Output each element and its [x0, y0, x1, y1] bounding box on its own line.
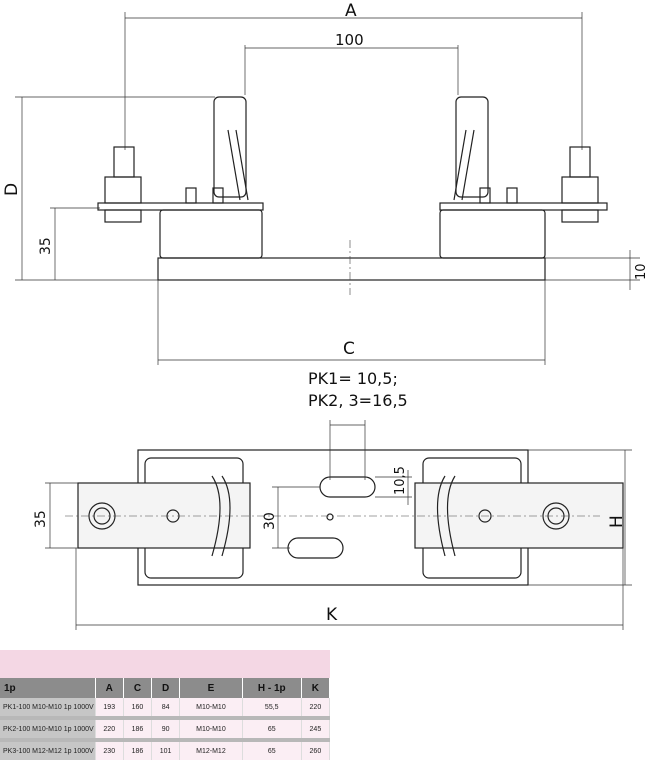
header-a: A — [95, 678, 124, 698]
row-separator — [0, 738, 330, 742]
dim-10-5-label: 10,5 — [393, 466, 408, 495]
cell: M10-M10 — [179, 720, 243, 738]
cell: 230 — [95, 742, 124, 760]
header-c: C — [123, 678, 153, 698]
side-view: A 100 D 35 10 C PK1= 10,5; PK2, 3=16,5 — [2, 1, 649, 410]
cell: 101 — [151, 742, 181, 760]
header-h: H - 1p — [242, 678, 302, 698]
cell: 193 — [95, 698, 124, 716]
cell: 55,5 — [242, 698, 302, 716]
dim-10-label: 10 — [634, 263, 649, 280]
cell: M10-M10 — [179, 698, 243, 716]
note-pk1: PK1= 10,5; — [308, 369, 398, 388]
cell: PK1-100 M10-M10 1p 1000V — [0, 698, 96, 716]
dim-c-label: C — [343, 339, 355, 359]
header-d: D — [151, 678, 181, 698]
table-header: 1p A C D E H - 1p K — [0, 678, 331, 698]
cell: 186 — [123, 720, 153, 738]
plan-view: K H 35 30 10,5 — [33, 420, 632, 630]
dim-k-label: K — [326, 605, 338, 625]
dim-35-plan-label: 35 — [33, 510, 49, 528]
cell: 220 — [95, 720, 124, 738]
dim-h-label: H — [607, 515, 627, 528]
header-k: K — [301, 678, 331, 698]
dim-100-label: 100 — [335, 31, 364, 49]
cell: 160 — [123, 698, 153, 716]
dim-35-side-label: 35 — [38, 237, 54, 255]
cell: 90 — [151, 720, 181, 738]
cell: PK3-100 M12-M12 1p 1000V — [0, 742, 96, 760]
row-separator — [0, 716, 330, 720]
note-pk23: PK2, 3=16,5 — [308, 391, 408, 410]
dim-a-label: A — [345, 1, 357, 21]
header-1p: 1p — [0, 678, 96, 698]
cell: 186 — [123, 742, 153, 760]
header-e: E — [179, 678, 243, 698]
cell: PK2-100 M10-M10 1p 1000V — [0, 720, 96, 738]
cell: 84 — [151, 698, 181, 716]
dim-d-label: D — [2, 183, 22, 196]
dimensions-table: 1p A C D E H - 1p K PK1-100 M10-M10 1p 1… — [0, 650, 331, 760]
cell: 65 — [242, 742, 302, 760]
table-banner — [0, 650, 330, 678]
cell: 260 — [301, 742, 331, 760]
technical-drawing: A 100 D 35 10 C PK1= 10,5; PK2, 3=16,5 K… — [2, 1, 649, 630]
cell: 220 — [301, 698, 331, 716]
cell: 245 — [301, 720, 331, 738]
dim-30-label: 30 — [262, 512, 278, 530]
cell: 65 — [242, 720, 302, 738]
cell: M12-M12 — [179, 742, 243, 760]
